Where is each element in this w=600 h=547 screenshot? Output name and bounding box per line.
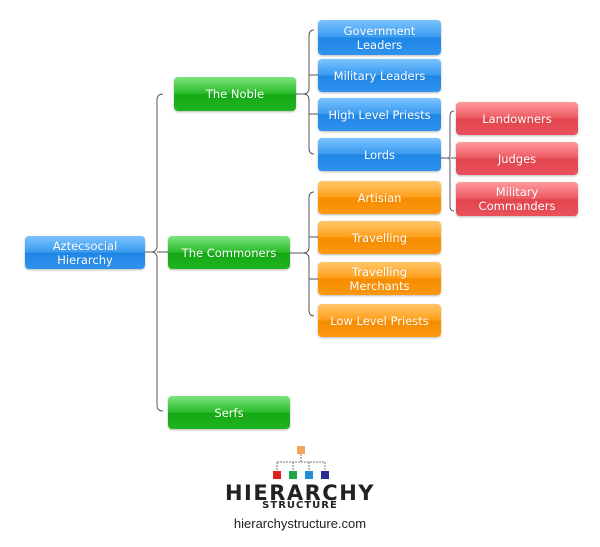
node-label: Travelling Merchants xyxy=(349,264,410,293)
node-label: Landowners xyxy=(482,111,552,126)
logo-subtitle: STRUCTURE xyxy=(262,500,338,511)
node-label: Lords xyxy=(363,147,396,162)
node-label: Aztecsocial Hierarchy xyxy=(52,238,118,267)
node-artisian: Artisian xyxy=(318,181,441,214)
node-label: Serfs xyxy=(214,405,244,420)
node-label: Judges xyxy=(497,151,537,166)
node-judges: Judges xyxy=(456,142,578,175)
node-label: The Noble xyxy=(205,87,265,101)
node-the-noble: The Noble xyxy=(174,77,296,111)
node-military-leaders: Military Leaders xyxy=(318,59,441,92)
node-travelling: Travelling xyxy=(318,221,441,254)
node-military-commanders: Military Commanders xyxy=(456,182,578,216)
node-low-level-priests: Low Level Priests xyxy=(318,304,441,337)
hierarchy-logo-icon xyxy=(273,446,329,479)
node-label: Military Commanders xyxy=(478,185,556,213)
node-label: Government Leaders xyxy=(343,23,416,52)
node-label: Travelling xyxy=(351,230,408,245)
node-label: Artisian xyxy=(357,190,402,205)
node-travelling-merchants: Travelling Merchants xyxy=(318,262,441,295)
node-serfs: Serfs xyxy=(168,396,290,429)
node-government-leaders: Government Leaders xyxy=(318,20,441,55)
node-root: Aztecsocial Hierarchy xyxy=(25,236,145,269)
node-label: Low Level Priests xyxy=(330,313,429,328)
node-high-level-priests: High Level Priests xyxy=(318,98,441,131)
node-label: Military Leaders xyxy=(333,68,426,83)
logo-wordmark: HIERARCHY xyxy=(224,481,376,505)
node-label: High Level Priests xyxy=(328,107,431,122)
node-landowners: Landowners xyxy=(456,102,578,135)
node-the-commoners: The Commoners xyxy=(168,236,290,269)
logo-url: hierarchystructure.com xyxy=(233,516,367,531)
node-label: The Commoners xyxy=(181,245,277,260)
node-lords: Lords xyxy=(318,138,441,171)
